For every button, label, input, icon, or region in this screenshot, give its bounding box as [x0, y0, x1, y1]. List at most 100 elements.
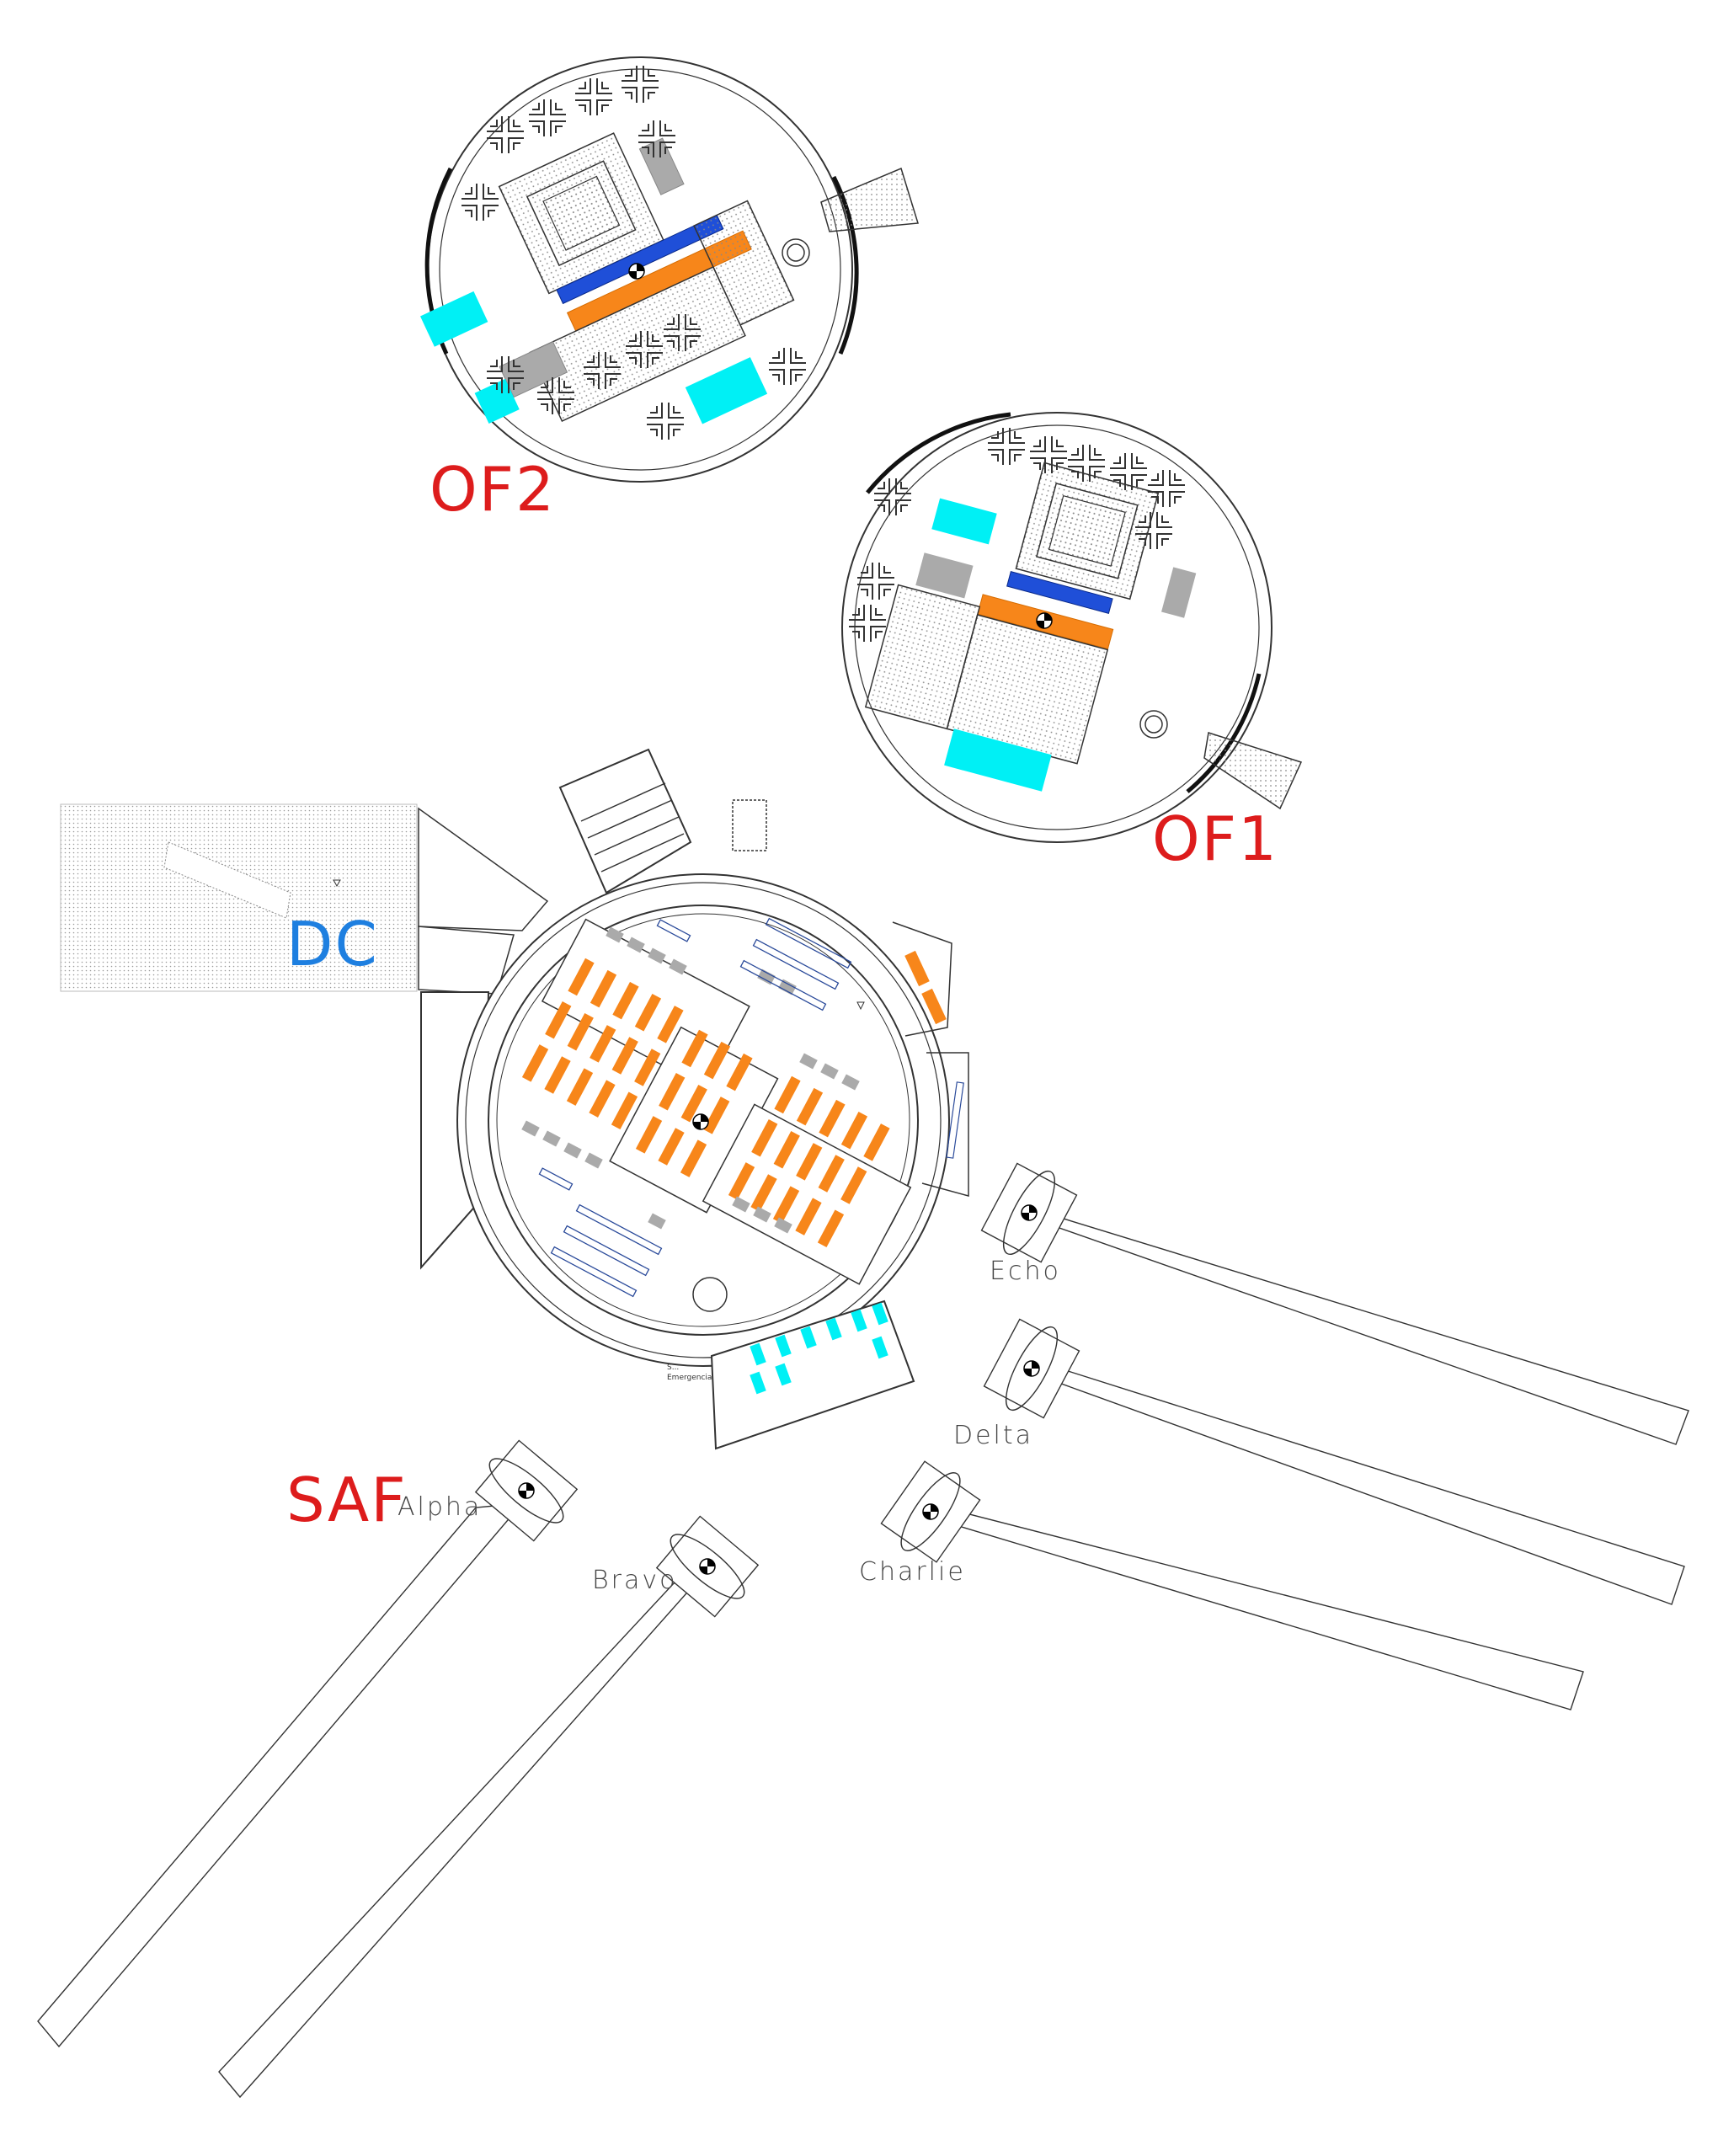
antenna-dish	[670, 1534, 745, 1599]
server-rack	[545, 1001, 572, 1039]
cyan-block	[775, 1363, 792, 1386]
server-rack	[635, 1116, 663, 1154]
server-rack	[659, 1072, 686, 1111]
server-rack	[544, 1056, 571, 1094]
server-rack	[589, 1080, 616, 1118]
cyan-block	[851, 1309, 867, 1332]
server-rack	[772, 1186, 800, 1224]
server-rack	[750, 1174, 777, 1212]
of2-cyan-block	[685, 357, 768, 424]
gray-cabinet	[627, 937, 645, 953]
server-rack	[566, 1068, 594, 1106]
antenna-label-bravo: Bravo	[592, 1566, 678, 1595]
server-rack	[680, 1085, 707, 1123]
server-rack	[819, 1099, 846, 1138]
center-target-icon	[699, 1558, 716, 1575]
server-rack	[840, 1166, 867, 1204]
blue-rack-outline	[575, 1203, 663, 1256]
center-target-icon	[692, 1113, 709, 1130]
antenna-beam	[37, 1502, 524, 2048]
of1-wedge	[1203, 732, 1303, 810]
gray-cabinet	[521, 1120, 540, 1137]
cyan-block	[750, 1371, 766, 1395]
server-rack	[818, 1155, 845, 1193]
gray-cabinet	[799, 1053, 818, 1070]
antenna-delta	[983, 1318, 1685, 1605]
saf-label: SAF	[286, 1465, 408, 1535]
server-rack	[703, 1097, 730, 1134]
server-rack	[773, 1131, 800, 1169]
server-rack	[817, 1209, 845, 1248]
server-rack	[751, 1118, 778, 1157]
of2-wedge	[820, 167, 919, 232]
antenna-beam	[1042, 1364, 1685, 1605]
emergency-exit-label-1: S...	[667, 1364, 680, 1372]
blue-rack-outline	[550, 1246, 638, 1298]
antenna-dish	[900, 1472, 961, 1551]
dc-facility	[60, 748, 969, 1450]
antenna-echo	[980, 1162, 1689, 1445]
emergency-exit-label-2: Emergencia	[667, 1374, 712, 1382]
antenna-bravo	[218, 1515, 760, 2099]
center-target-icon	[1036, 612, 1053, 629]
center-target-icon	[1021, 1204, 1038, 1221]
gray-cabinet	[774, 1217, 792, 1234]
antenna-dish	[1002, 1171, 1056, 1255]
antenna-alpha	[37, 1439, 579, 2048]
blue-rack-outline	[538, 1167, 574, 1191]
blue-rack-outline	[765, 917, 852, 969]
server-rack	[590, 969, 617, 1008]
antenna-label-charlie: Charlie	[859, 1557, 966, 1587]
gray-cabinet	[648, 947, 666, 964]
gray-cabinet	[753, 1206, 771, 1223]
antenna-dish	[488, 1458, 564, 1524]
level-triangle-icon	[333, 879, 341, 888]
server-rack	[657, 1006, 684, 1043]
gray-cabinet	[563, 1142, 582, 1159]
dc-cyan-blocks	[750, 1302, 888, 1395]
server-rack	[611, 1037, 638, 1075]
cyan-block	[825, 1317, 842, 1341]
server-rack	[590, 1025, 616, 1063]
server-rack	[521, 1044, 549, 1082]
gray-cabinet	[584, 1152, 603, 1169]
antenna-array	[37, 1162, 1689, 2099]
gray-cabinet	[820, 1063, 839, 1080]
server-rack	[703, 1041, 731, 1080]
antenna-label-alpha: Alpha	[397, 1492, 483, 1522]
antenna-label-echo: Echo	[990, 1257, 1061, 1286]
blue-rack-outline	[563, 1225, 650, 1277]
of1-blue-bar	[1006, 570, 1113, 614]
cyan-block	[872, 1336, 888, 1359]
dc-blue-racks	[538, 917, 852, 1298]
of2-label: OF2	[430, 454, 556, 525]
gray-cabinet	[606, 926, 624, 943]
dc-label: DC	[286, 909, 379, 979]
of1-label: OF1	[1152, 803, 1278, 874]
dc-orange-racks	[521, 926, 890, 1248]
antenna-beam	[218, 1577, 701, 2099]
server-rack	[796, 1087, 824, 1126]
server-rack	[568, 958, 595, 996]
gray-cabinet	[732, 1196, 750, 1213]
level-triangle-icon	[856, 1001, 865, 1011]
server-rack	[681, 1029, 708, 1068]
gray-cabinet	[542, 1130, 561, 1147]
server-rack	[840, 1112, 868, 1150]
gray-cabinet	[841, 1074, 860, 1091]
blue-rack-outline	[739, 959, 827, 1011]
server-rack	[567, 1013, 594, 1051]
blue-rack-outline	[656, 919, 691, 942]
of1-cyan-block	[931, 498, 997, 545]
center-target-icon	[518, 1482, 535, 1499]
server-rack	[863, 1123, 890, 1161]
gray-cabinet	[669, 958, 687, 975]
server-rack	[726, 1053, 753, 1091]
server-rack	[680, 1139, 707, 1177]
center-target-icon	[628, 263, 645, 280]
of1-cyan-block	[944, 728, 1052, 792]
of2-facility	[420, 56, 919, 483]
antenna-dish	[1005, 1326, 1059, 1411]
server-rack	[728, 1162, 755, 1200]
cyan-block	[872, 1302, 888, 1326]
